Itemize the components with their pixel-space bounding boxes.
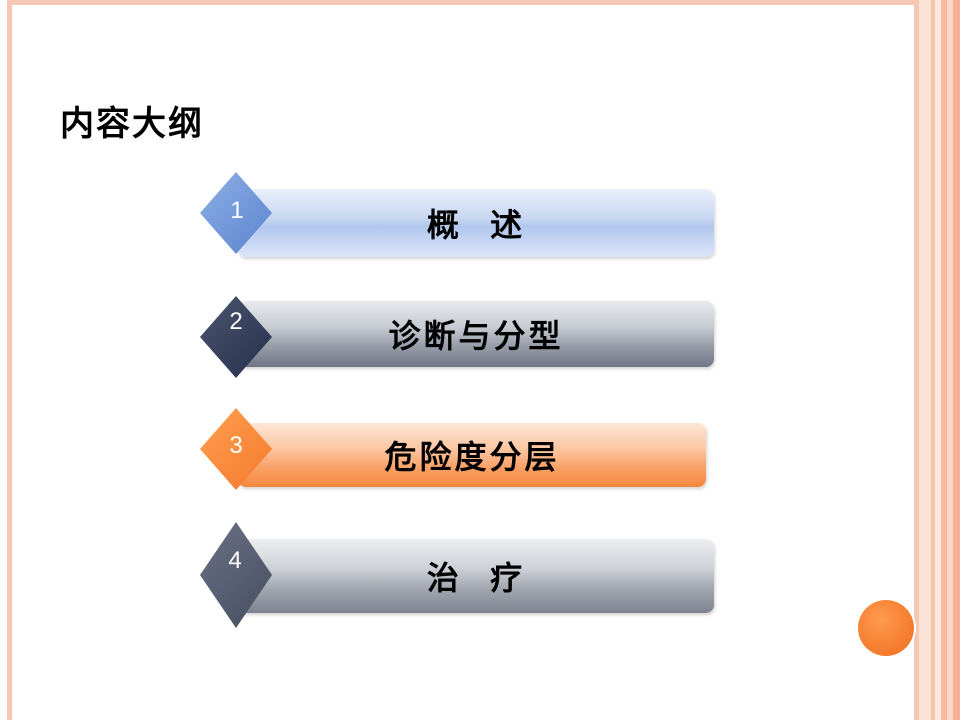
slide-title: 内容大纲 [60, 104, 204, 144]
slide-frame-left [7, 0, 12, 720]
outline-item-bar: 危险度分层 [238, 423, 706, 487]
outline-item-label: 治 疗 [426, 559, 526, 597]
outline-item-bar: 概 述 [238, 189, 714, 257]
slide-frame-top [7, 0, 918, 5]
slide-frame-right [914, 0, 919, 720]
outline-item-number: 4 [228, 547, 242, 574]
outline-item-bar: 诊断与分型 [238, 301, 714, 367]
outline-item-label: 危险度分层 [384, 438, 560, 476]
accent-circle [858, 600, 914, 656]
outline-item-number: 2 [229, 308, 243, 335]
outline-item-number: 1 [230, 197, 244, 224]
outline-item-number: 3 [229, 432, 243, 459]
outline-item-label: 概 述 [426, 206, 526, 244]
outline-item-label: 诊断与分型 [388, 317, 564, 355]
decorative-stripes [919, 0, 960, 720]
outline-item-bar: 治 疗 [238, 539, 714, 613]
